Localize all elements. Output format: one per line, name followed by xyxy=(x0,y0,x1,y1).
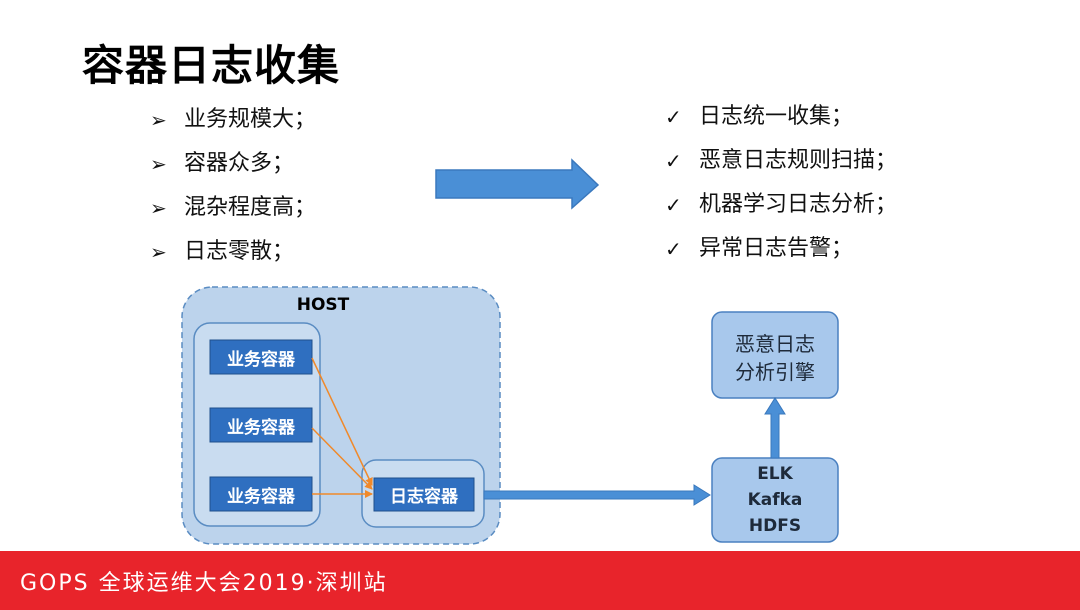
check-icon: ✓ xyxy=(665,105,682,129)
problem-item: ➢ 容器众多； xyxy=(150,142,316,186)
problem-text: 业务规模大； xyxy=(184,107,317,132)
footer-text: GOPS 全球运维大会2019·深圳站 xyxy=(20,571,388,596)
storage-line: ELK xyxy=(757,464,793,484)
problem-text: 混杂程度高； xyxy=(184,195,317,220)
host-label: HOST xyxy=(296,295,350,315)
business-container-box xyxy=(209,476,313,512)
problem-text: 日志零散； xyxy=(184,239,295,264)
problem-item: ➢ 日志零散； xyxy=(150,230,316,274)
arrow-bullet-icon: ➢ xyxy=(150,240,167,264)
log-container-box xyxy=(373,477,475,512)
arrow-bullet-icon: ➢ xyxy=(150,108,167,132)
log-link-arrow xyxy=(311,357,373,486)
business-container-label: 业务容器 xyxy=(227,486,295,507)
solution-item: ✓ 机器学习日志分析； xyxy=(665,183,897,227)
check-icon: ✓ xyxy=(665,193,682,217)
log-link-arrow xyxy=(311,427,373,490)
check-icon: ✓ xyxy=(665,237,682,261)
solution-text: 日志统一收集； xyxy=(699,104,854,129)
ship-logs-arrow-icon xyxy=(483,484,711,506)
business-container-label: 业务容器 xyxy=(227,349,295,370)
business-container-label: 业务容器 xyxy=(227,417,295,438)
solution-item: ✓ 日志统一收集； xyxy=(665,95,897,139)
solution-text: 恶意日志规则扫描； xyxy=(699,148,898,173)
arrow-bullet-icon: ➢ xyxy=(150,196,167,220)
arrow-bullet-icon: ➢ xyxy=(150,152,167,176)
business-container-box xyxy=(209,407,313,443)
storage-node-label: ELK Kafka HDFS xyxy=(712,458,838,542)
footer-bar: GOPS 全球运维大会2019·深圳站 xyxy=(0,551,1080,610)
solution-list: ✓ 日志统一收集； ✓ 恶意日志规则扫描； ✓ 机器学习日志分析； ✓ 异常日志告警； xyxy=(665,95,897,271)
analyze-arrow-icon xyxy=(764,397,786,459)
slide-title: 容器日志收集 xyxy=(82,41,341,90)
storage-line: HDFS xyxy=(748,516,802,536)
engine-line: 分析引擎 xyxy=(735,360,815,384)
check-icon: ✓ xyxy=(665,149,682,173)
engine-line: 恶意日志 xyxy=(735,332,815,356)
problem-text: 容器众多； xyxy=(184,151,295,176)
solution-item: ✓ 恶意日志规则扫描； xyxy=(665,139,897,183)
transition-arrow-icon xyxy=(435,158,600,210)
analysis-engine-label: 恶意日志 分析引擎 xyxy=(712,320,838,396)
log-container-label: 日志容器 xyxy=(390,487,458,507)
problem-item: ➢ 混杂程度高； xyxy=(150,186,316,230)
solution-text: 异常日志告警； xyxy=(699,236,854,261)
storage-line: Kafka xyxy=(747,490,803,510)
problem-list: ➢ 业务规模大； ➢ 容器众多； ➢ 混杂程度高； ➢ 日志零散； xyxy=(150,98,316,274)
solution-text: 机器学习日志分析； xyxy=(699,192,898,217)
problem-item: ➢ 业务规模大； xyxy=(150,98,316,142)
business-container-box xyxy=(209,339,313,375)
solution-item: ✓ 异常日志告警； xyxy=(665,227,897,271)
